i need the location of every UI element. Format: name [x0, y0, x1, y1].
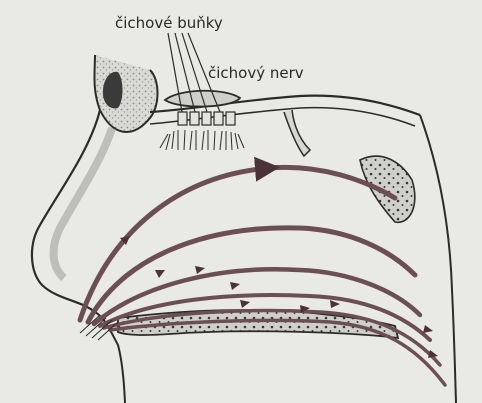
nasopharynx-wall: [420, 115, 456, 403]
olfactory-cells: [178, 112, 235, 125]
turbinate-hook: [284, 110, 310, 156]
olfactory-hairs: [160, 130, 244, 150]
label-olfactory-nerve: čichový nerv: [208, 66, 304, 81]
label-olfactory-cells: čichové buňky: [115, 16, 223, 31]
nose-inner-wall: [54, 128, 112, 278]
airflow-stream-2: [88, 228, 415, 322]
sphenoid-region: [360, 156, 415, 222]
